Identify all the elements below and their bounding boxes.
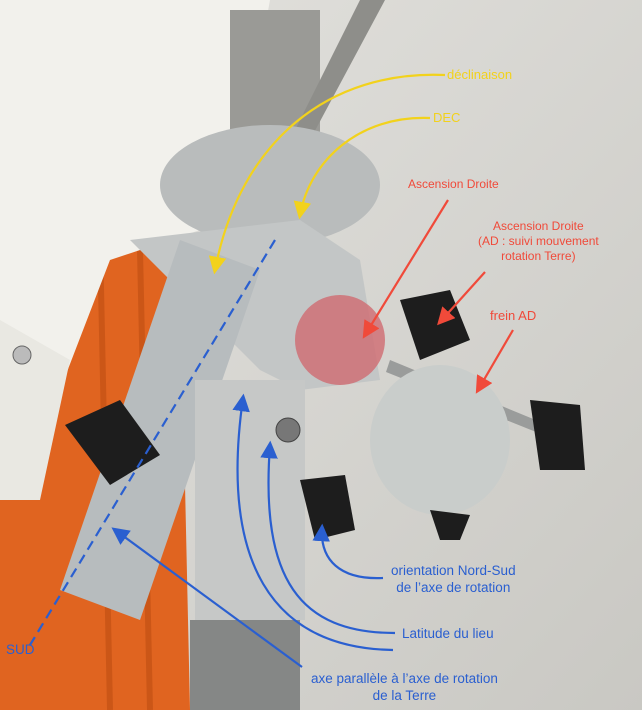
label-orientation: orientation Nord-Sud de l’axe de rotatio… [391, 563, 516, 595]
label-latitude: Latitude du lieu [402, 626, 494, 641]
polar-axis-tube [60, 240, 260, 620]
counterweight-knob [530, 400, 585, 470]
label-sud: SUD [6, 642, 35, 657]
label-ascension-droite-suivi: Ascension Droite (AD : suivi mouvement r… [478, 219, 599, 263]
counterweight [370, 365, 510, 515]
label-ascension-droite: Ascension Droite [408, 177, 499, 191]
dec-knob [65, 400, 160, 485]
dec-disk [160, 125, 380, 245]
label-axe-parallele: axe parallèle à l’axe de rotation de la … [311, 671, 498, 703]
telescope-tube [0, 0, 270, 410]
label-declinaison: déclinaison [447, 67, 513, 82]
label-dec: DEC [433, 110, 461, 125]
label-frein-ad: frein AD [490, 308, 537, 323]
